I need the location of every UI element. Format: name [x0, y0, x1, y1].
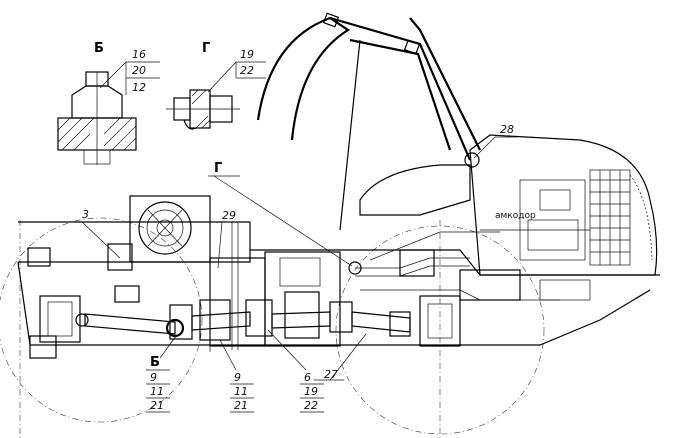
radiator	[589, 169, 631, 266]
view-g-letter: Г	[202, 41, 210, 56]
callout-3: 3	[82, 208, 89, 221]
engine-block	[480, 179, 590, 261]
stack-b-11: 11	[150, 385, 164, 398]
cab-pillar	[339, 39, 361, 231]
detail-view-g: Г 19 22	[166, 41, 266, 130]
ref-22: 22	[240, 64, 254, 77]
callout-29: 29	[222, 209, 236, 222]
engine-hood	[469, 134, 658, 276]
bracket-3	[107, 243, 133, 271]
frame-bottom	[160, 289, 651, 346]
callout-28: 28	[500, 123, 514, 136]
stack-19: 19	[304, 385, 318, 398]
pointer-b-letter: Б	[150, 355, 160, 370]
mid-drive-shaft	[191, 311, 251, 331]
front-drive-shaft	[351, 311, 411, 333]
rear-hub	[138, 201, 192, 255]
front-wheel-outline	[335, 225, 545, 435]
ref-20: 20	[132, 64, 146, 77]
callout-27: 27	[324, 368, 338, 381]
stack-6: 6	[304, 371, 311, 384]
stack-b-21: 21	[150, 399, 164, 412]
rear-coupling	[39, 295, 81, 343]
pointer-g-target	[348, 261, 362, 275]
fitting-seal	[183, 119, 197, 130]
cab-mount	[464, 152, 480, 168]
stack-b-9: 9	[150, 371, 157, 384]
brand-label: амкодор	[495, 211, 536, 221]
seat	[359, 164, 471, 216]
rear-wheel-outline	[0, 217, 203, 423]
pointer-g-letter: Г	[214, 161, 222, 176]
transmission-left	[209, 257, 266, 347]
callouts: Г 3 29 28 27 Б 9 11 21 9 11 21	[81, 123, 518, 413]
stack-9: 9	[234, 371, 241, 384]
frame-top-left	[18, 221, 251, 263]
rear-hub-housing	[129, 195, 211, 263]
stack-21: 21	[234, 399, 248, 412]
ref-12: 12	[132, 81, 146, 94]
rear-drive-shaft	[84, 313, 176, 335]
transmission-main	[264, 251, 341, 347]
view-b-letter: Б	[94, 41, 104, 56]
cab-rear-post	[409, 17, 481, 151]
machine-assembly: амкодор	[0, 12, 660, 438]
ref-19: 19	[240, 48, 254, 61]
cab-arch-inner	[349, 38, 452, 151]
universal-joint-27	[329, 301, 353, 333]
frame-top-right	[250, 249, 660, 276]
stack-22: 22	[304, 399, 318, 412]
cab-arch-front	[256, 16, 351, 141]
stack-11: 11	[234, 385, 248, 398]
ref-16: 16	[132, 48, 146, 61]
detail-view-b: Б 16 20 12	[57, 41, 160, 165]
front-axle-housing	[419, 295, 461, 347]
lower-bushing	[83, 149, 111, 165]
